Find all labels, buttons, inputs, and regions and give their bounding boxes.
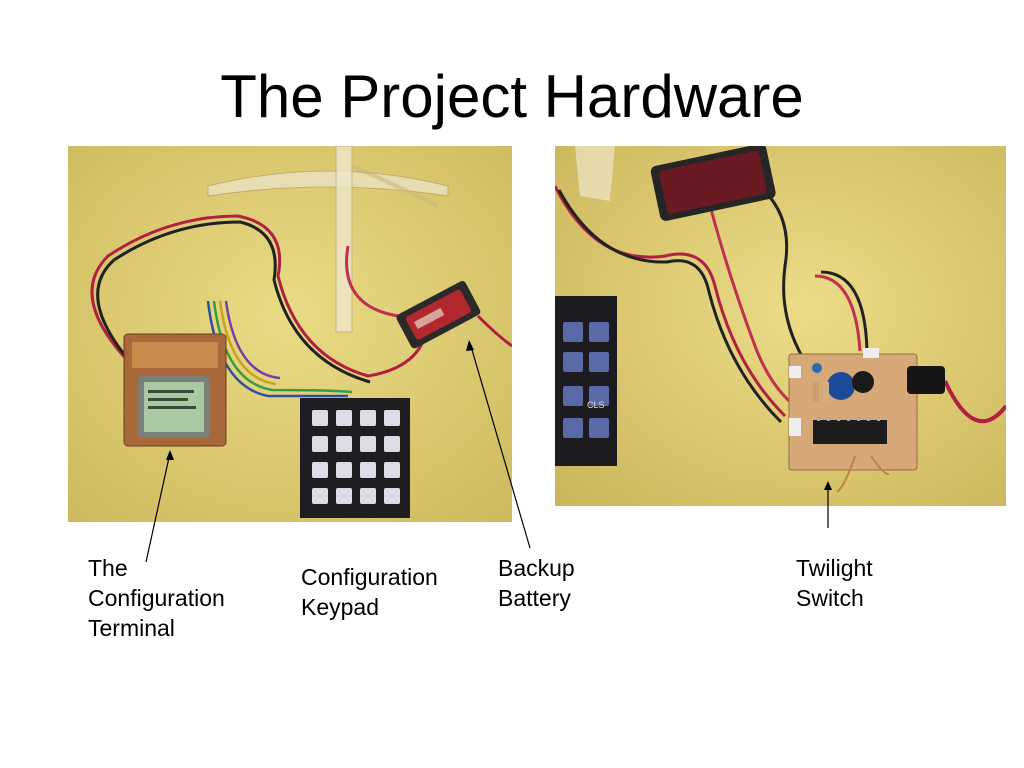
battery-pointer-arrowhead	[466, 340, 474, 351]
hardware-photo-right: CLS	[555, 146, 1006, 506]
callout-twilight-switch: Twilight Switch	[796, 555, 873, 611]
terminal-pointer-line	[145, 452, 171, 563]
twilight-pointer-arrowhead	[824, 481, 832, 490]
slide-title: The Project Hardware	[220, 63, 804, 130]
terminal-pointer-arrowhead	[166, 450, 174, 460]
battery-pointer-line	[469, 342, 531, 549]
callout-backup-battery: Backup Battery	[498, 555, 575, 611]
hardware-photo-left	[68, 146, 512, 522]
callout-configuration-keypad: Configuration Keypad	[301, 564, 438, 620]
keypad-cls-lettering: CLS	[587, 400, 605, 410]
callout-configuration-terminal: The Configuration Terminal	[88, 555, 225, 641]
